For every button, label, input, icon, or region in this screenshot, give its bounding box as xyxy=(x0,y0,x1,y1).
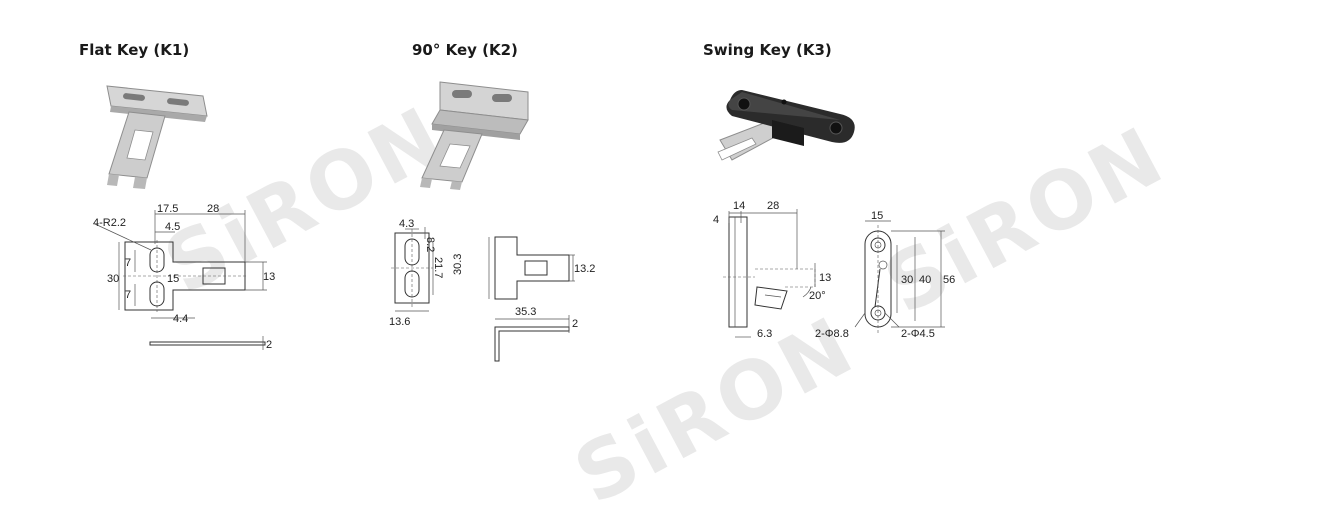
k1-dim-28: 28 xyxy=(207,203,219,215)
swing-key-drawing: 4 14 28 13 20° 6.3 15 30 40 56 2-Φ8.8 2-… xyxy=(713,200,955,340)
k1-dim-7a: 7 xyxy=(125,257,131,269)
k1-dim-7b: 7 xyxy=(125,289,131,301)
k1-dim-radius: 4-R2.2 xyxy=(93,217,126,229)
k3-dim-30: 30 xyxy=(901,274,913,286)
title-flat-key: Flat Key (K1) xyxy=(79,41,190,59)
k2-dim-2: 2 xyxy=(572,318,578,330)
k1-dim-15: 15 xyxy=(167,273,179,285)
k3-dim-phi-8-8: 2-Φ8.8 xyxy=(815,328,849,340)
k2-dim-21-7: 21.7 xyxy=(432,257,444,278)
k2-dim-35-3: 35.3 xyxy=(515,306,536,318)
k3-dim-6-3: 6.3 xyxy=(757,328,772,340)
k3-dim-13: 13 xyxy=(819,272,831,284)
k1-dim-17-5: 17.5 xyxy=(157,203,178,215)
k2-dim-13-6: 13.6 xyxy=(389,316,410,328)
k2-dim-8-2: 8.2 xyxy=(424,237,436,252)
k1-dim-4-4: 4.4 xyxy=(173,313,188,325)
90-degree-key-image xyxy=(420,81,529,190)
k2-dim-4-3: 4.3 xyxy=(399,218,414,230)
k3-dim-56: 56 xyxy=(943,274,955,286)
k3-dim-15: 15 xyxy=(871,210,883,222)
k1-dim-13: 13 xyxy=(263,271,275,283)
title-90-key: 90° Key (K2) xyxy=(412,41,518,59)
k1-dim-2: 2 xyxy=(266,339,272,351)
k3-dim-40: 40 xyxy=(919,274,931,286)
k3-dim-4: 4 xyxy=(713,214,719,226)
flat-key-drawing: 4-R2.2 17.5 28 4.5 30 7 7 15 13 4.4 2 xyxy=(93,203,275,351)
k2-dim-30-3: 30.3 xyxy=(452,254,464,275)
k1-dim-4-5: 4.5 xyxy=(165,221,180,233)
k3-dim-14: 14 xyxy=(733,200,745,212)
swing-key-image xyxy=(717,90,855,161)
title-swing-key: Swing Key (K3) xyxy=(703,41,832,59)
flat-key-image xyxy=(106,85,208,189)
k3-dim-phi-4-5: 2-Φ4.5 xyxy=(901,328,935,340)
k1-dim-30: 30 xyxy=(107,273,119,285)
k3-dim-20-deg: 20° xyxy=(809,290,826,302)
k3-dim-28: 28 xyxy=(767,200,779,212)
k2-dim-13-2: 13.2 xyxy=(574,263,595,275)
90-degree-key-drawing: 4.3 8.2 21.7 13.6 30.3 13.2 35.3 2 xyxy=(389,218,595,362)
